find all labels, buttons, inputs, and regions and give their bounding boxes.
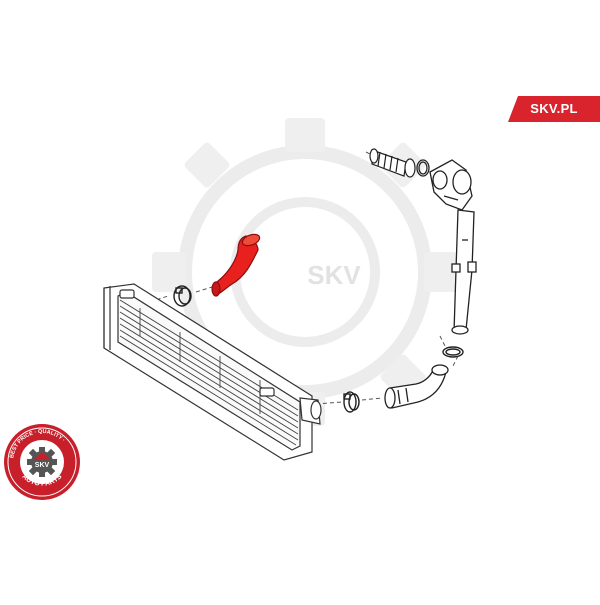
seal-gear-icon (27, 447, 57, 477)
watermark-text: SKV (307, 260, 361, 290)
corrugated-pipe (369, 148, 416, 178)
throttle-connector (429, 159, 473, 211)
charge-air-pipe (451, 209, 477, 335)
seal-graphic: SKV BEST PRICE · QUALITY · AUTO PARTS (4, 424, 80, 500)
connector-o-ring (416, 159, 430, 177)
lower-elbow-hose (384, 364, 449, 409)
hose-clamp-lower (343, 391, 360, 413)
brand-tag-background (508, 96, 600, 122)
hose-clamp-upper (173, 285, 192, 307)
quality-seal: SKV BEST PRICE · QUALITY · AUTO PARTS (2, 422, 82, 502)
brand-label: SKV.PL (530, 101, 578, 116)
o-ring-seal (442, 346, 464, 358)
brand-tag[interactable]: SKV.PL (508, 96, 600, 122)
intercooler-radiator (103, 283, 322, 461)
seal-center-text: SKV (35, 462, 50, 469)
intercooler-hose-highlight (211, 233, 261, 297)
